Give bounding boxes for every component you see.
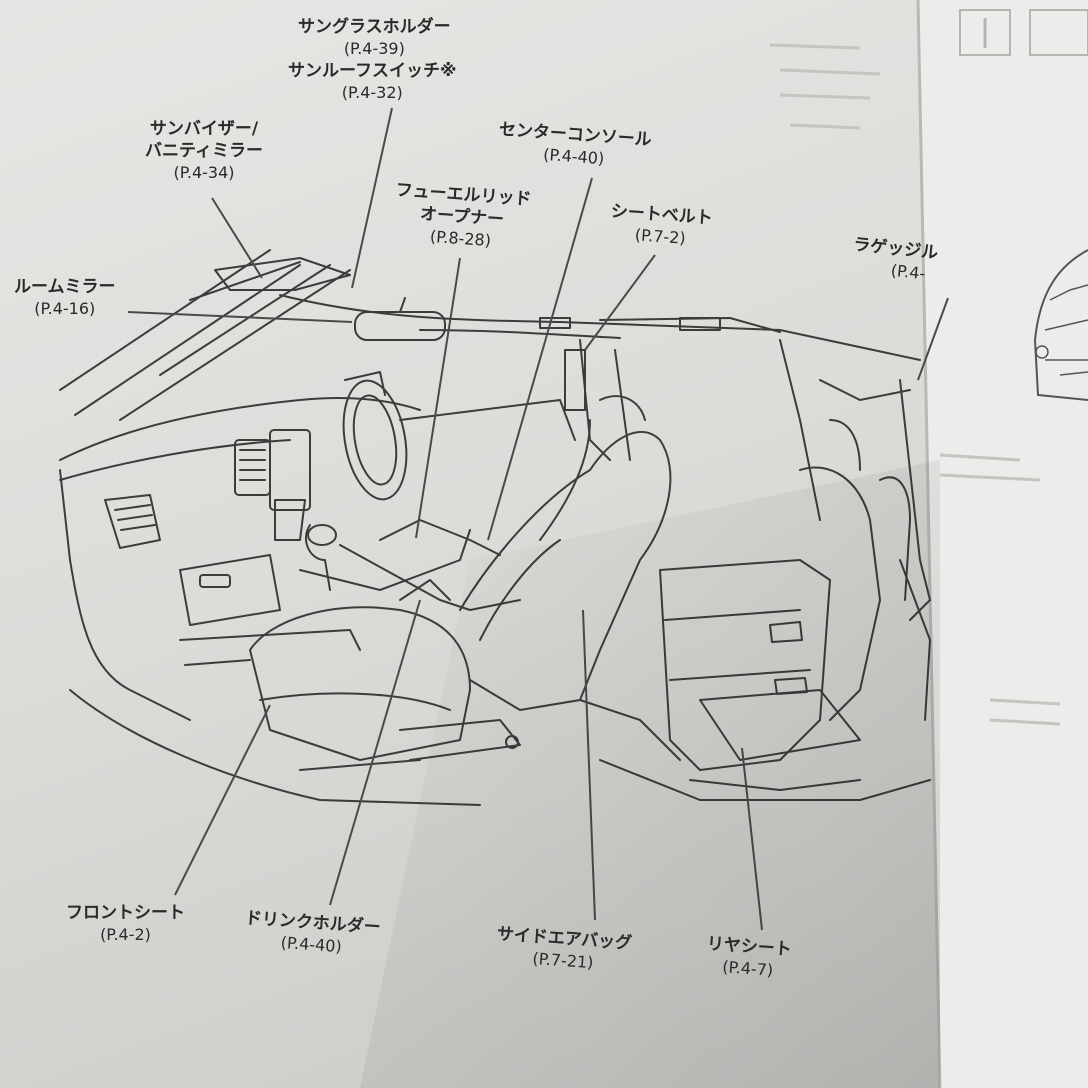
callout-sunroof-switch: サンルーフスイッチ※ (P.4-32) bbox=[288, 60, 457, 104]
interior-line-art bbox=[59, 249, 931, 806]
callout-ref: (P.4-32) bbox=[341, 83, 403, 102]
callout-side-airbag: サイドエアバッグ (P.7-21) bbox=[495, 923, 633, 976]
leader-seat-belt bbox=[584, 254, 656, 351]
callout-label: フロントシート bbox=[66, 903, 185, 923]
callout-label: サンルーフスイッチ※ bbox=[288, 61, 457, 81]
callout-ref: (P.4-39) bbox=[343, 39, 405, 58]
callout-luggage: ラゲッジル (P.4- bbox=[850, 234, 939, 287]
leader-rear-seat bbox=[741, 747, 763, 931]
leader-front-seat bbox=[174, 704, 271, 896]
callout-label-line-2: バニティミラー bbox=[145, 141, 263, 161]
leader-side-airbag bbox=[582, 609, 596, 921]
callout-label: サングラスホルダー bbox=[298, 17, 451, 37]
callout-ref: (P.4-16) bbox=[34, 299, 96, 318]
callout-front-seat: フロントシート (P.4-2) bbox=[66, 902, 185, 946]
adjacent-page bbox=[916, 0, 1088, 1088]
leader-sun-visor bbox=[211, 197, 263, 279]
callout-sun-visor: サンバイザー/ バニティミラー (P.4-34) bbox=[145, 118, 263, 184]
leader-sunroof-switch bbox=[351, 107, 393, 289]
leader-fuel-lid-opener bbox=[415, 257, 461, 539]
show-through-marks bbox=[769, 43, 1061, 726]
leader-room-mirror bbox=[127, 311, 353, 323]
callout-fuel-lid-opener: フューエルリッド オープナー (P.8-28) bbox=[392, 179, 532, 254]
leader-luggage bbox=[917, 297, 949, 381]
callout-ref: (P.4-34) bbox=[173, 163, 235, 182]
callout-ref: (P.4-2) bbox=[100, 925, 151, 944]
callout-seat-belt: シートベルト (P.7-2) bbox=[609, 200, 714, 251]
leader-lines bbox=[127, 107, 949, 931]
callout-room-mirror: ルームミラー (P.4-16) bbox=[14, 276, 116, 320]
callout-drink-holder: ドリンクホルダー (P.4-40) bbox=[243, 907, 382, 960]
callout-label: ルームミラー bbox=[14, 277, 116, 297]
callout-sunglass-holder: サングラスホルダー (P.4-39) bbox=[298, 16, 451, 60]
callout-label-line-1: サンバイザー/ bbox=[149, 119, 259, 139]
leader-drink-holder bbox=[329, 599, 421, 906]
callout-rear-seat: リヤシート (P.4-7) bbox=[705, 933, 793, 983]
